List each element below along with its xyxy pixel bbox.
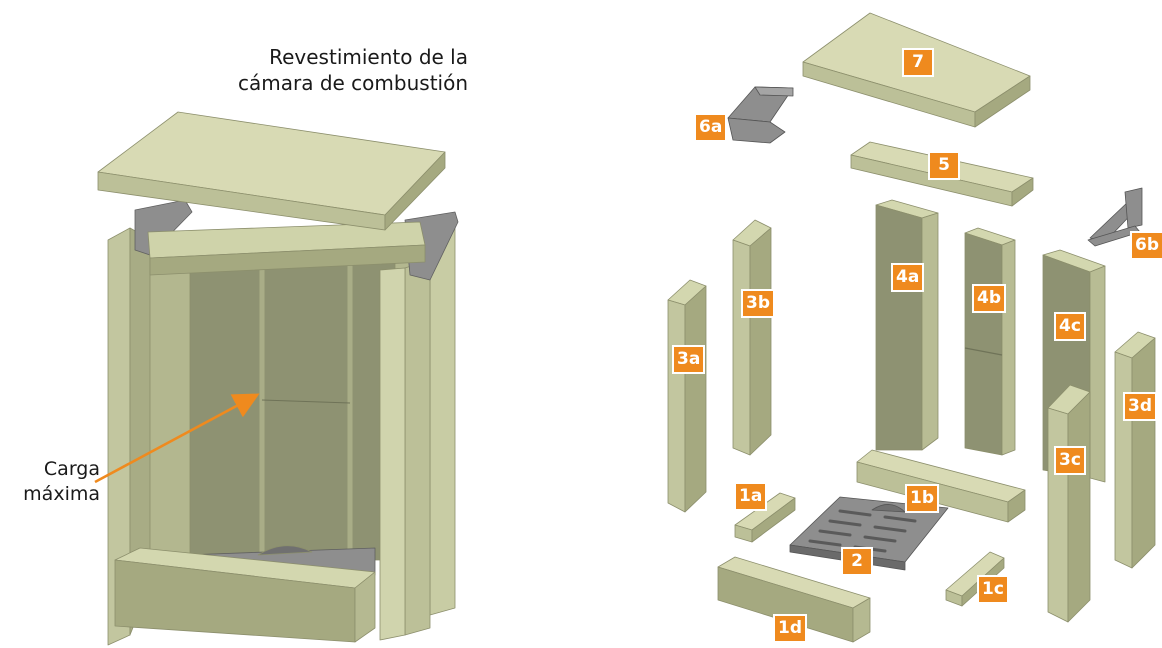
part-2-shape <box>789 496 949 571</box>
badge-part-6a: 6a <box>694 113 728 142</box>
max-load-line-2: máxima <box>23 483 100 505</box>
badge-part-2: 2 <box>841 547 873 576</box>
part-6b-shape <box>1087 187 1143 247</box>
title-line-1: Revestimiento de la <box>269 45 468 69</box>
part-3a-shape <box>667 279 707 513</box>
assembled-chamber <box>97 111 459 646</box>
badge-part-1c: 1c <box>977 575 1009 604</box>
assembled-right-outer-wall <box>429 219 456 616</box>
part-1a-shape <box>734 492 796 543</box>
part-3d-shape <box>1114 331 1156 569</box>
badge-part-1d: 1d <box>773 614 807 643</box>
part-1d-shape <box>717 556 871 643</box>
part-6a-shape <box>727 86 794 144</box>
badge-part-3d: 3d <box>1123 392 1157 421</box>
part-4b-shape <box>964 227 1016 456</box>
badge-part-3a: 3a <box>672 345 706 374</box>
badge-part-4b: 4b <box>972 284 1006 313</box>
badge-part-6b: 6b <box>1130 231 1162 260</box>
badge-part-1b: 1b <box>905 484 939 513</box>
max-load-label: Carga máxima <box>20 457 100 507</box>
title-line-2: cámara de combustión <box>238 71 468 95</box>
assembled-front-slab-end <box>354 571 376 643</box>
part-4a-shape <box>875 199 939 451</box>
assembled-left-inner-wall <box>149 229 191 576</box>
assembled-right-front-pillar <box>404 259 431 636</box>
badge-part-5: 5 <box>928 151 960 180</box>
badge-part-4c: 4c <box>1054 312 1086 341</box>
badge-part-3c: 3c <box>1054 446 1086 475</box>
badge-part-1a: 1a <box>734 482 768 511</box>
badge-part-7: 7 <box>902 48 934 77</box>
badge-part-4a: 4a <box>891 263 925 292</box>
load-arrow <box>94 393 260 484</box>
max-load-line-1: Carga <box>43 458 100 480</box>
part-3c-shape <box>1047 384 1091 623</box>
badge-part-3b: 3b <box>741 289 775 318</box>
assembled-right-pillar-side <box>379 267 406 641</box>
part-3b-shape <box>732 219 772 456</box>
assembled-top-slab-side <box>384 151 446 231</box>
diagram-title: Revestimiento de la cámara de combustión <box>238 44 468 96</box>
